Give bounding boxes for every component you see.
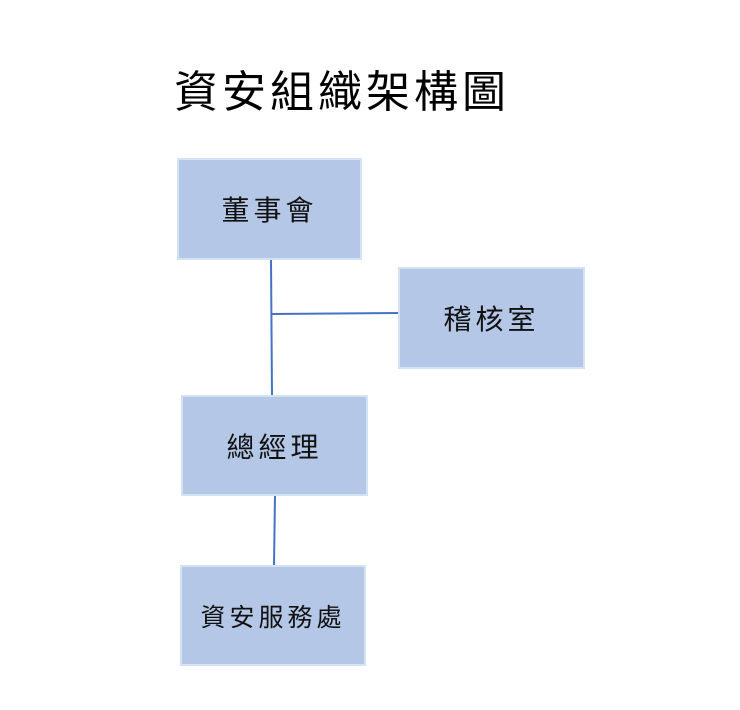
node-board: 董事會 xyxy=(177,158,362,260)
node-security-label: 資安服務處 xyxy=(200,602,346,632)
connector-gm-to-security xyxy=(273,493,276,568)
node-gm-label: 總經理 xyxy=(226,430,323,464)
node-security: 資安服務處 xyxy=(180,565,366,666)
node-audit: 稽核室 xyxy=(398,267,585,369)
connector-board-to-gm xyxy=(270,258,273,397)
node-gm: 總經理 xyxy=(181,395,368,496)
diagram-title: 資安組織架構圖 xyxy=(174,67,510,118)
connector-to-audit xyxy=(270,312,401,315)
node-audit-label: 稽核室 xyxy=(443,303,540,336)
node-board-label: 董事會 xyxy=(221,194,318,227)
